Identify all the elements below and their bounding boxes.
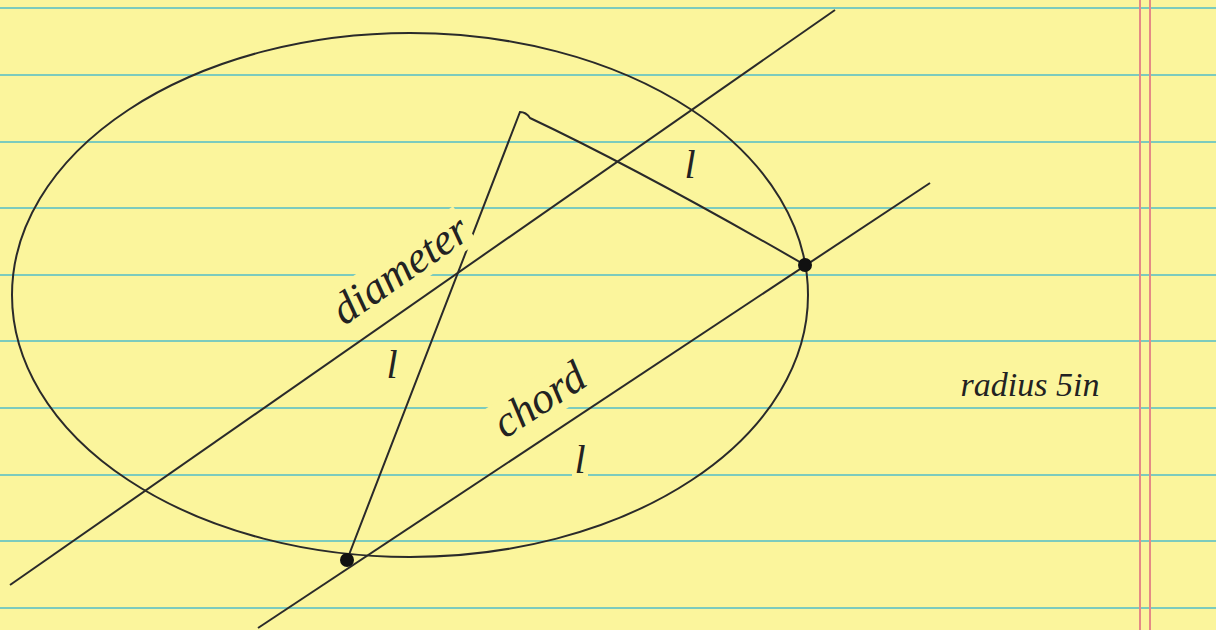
length-label: l xyxy=(682,145,697,185)
ruled-lines xyxy=(0,8,1216,608)
note-text: radius 5in xyxy=(959,368,1102,402)
margin-lines xyxy=(1140,0,1150,630)
line-label: chord xyxy=(484,353,596,447)
length-label: l xyxy=(384,345,399,385)
length-label: l xyxy=(572,440,587,480)
line-label: diameter xyxy=(322,206,479,334)
chord-line xyxy=(258,183,930,628)
diameter-line xyxy=(10,10,835,585)
triangle-sides xyxy=(347,112,805,560)
point-dot xyxy=(798,258,812,272)
point-dot xyxy=(340,553,354,567)
